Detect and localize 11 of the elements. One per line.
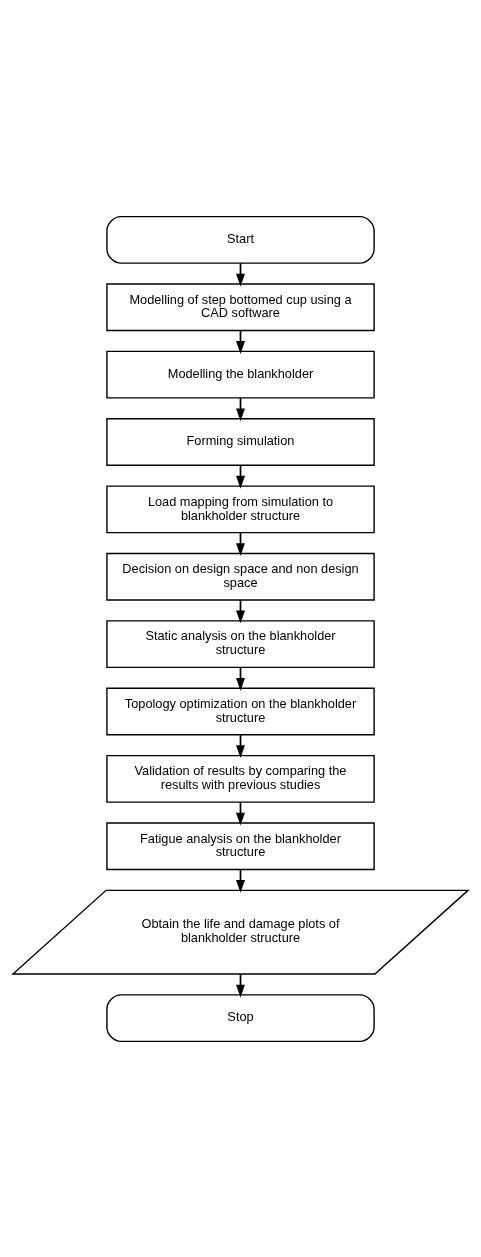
node-box: Validation of results by comparing the results with previous studies [106,754,375,803]
node-box: Static analysis on the blankholder structure [106,619,375,668]
node-box: Forming simulation [106,417,375,466]
node-box: Modelling the blankholder [106,350,375,399]
node-box: Load mapping from simulation to blankholder structure [106,484,375,533]
node-box: Modelling of step bottomed cup using a CAD software [106,282,375,331]
node-box: Start [106,215,375,264]
node-box: Fatigue analysis on the blankholder structure [106,821,375,870]
node-box: Decision on design space and non design space [106,552,375,601]
node-box: Stop [106,993,375,1042]
node-box: Topology optimization on the blankholder structure [106,687,375,735]
